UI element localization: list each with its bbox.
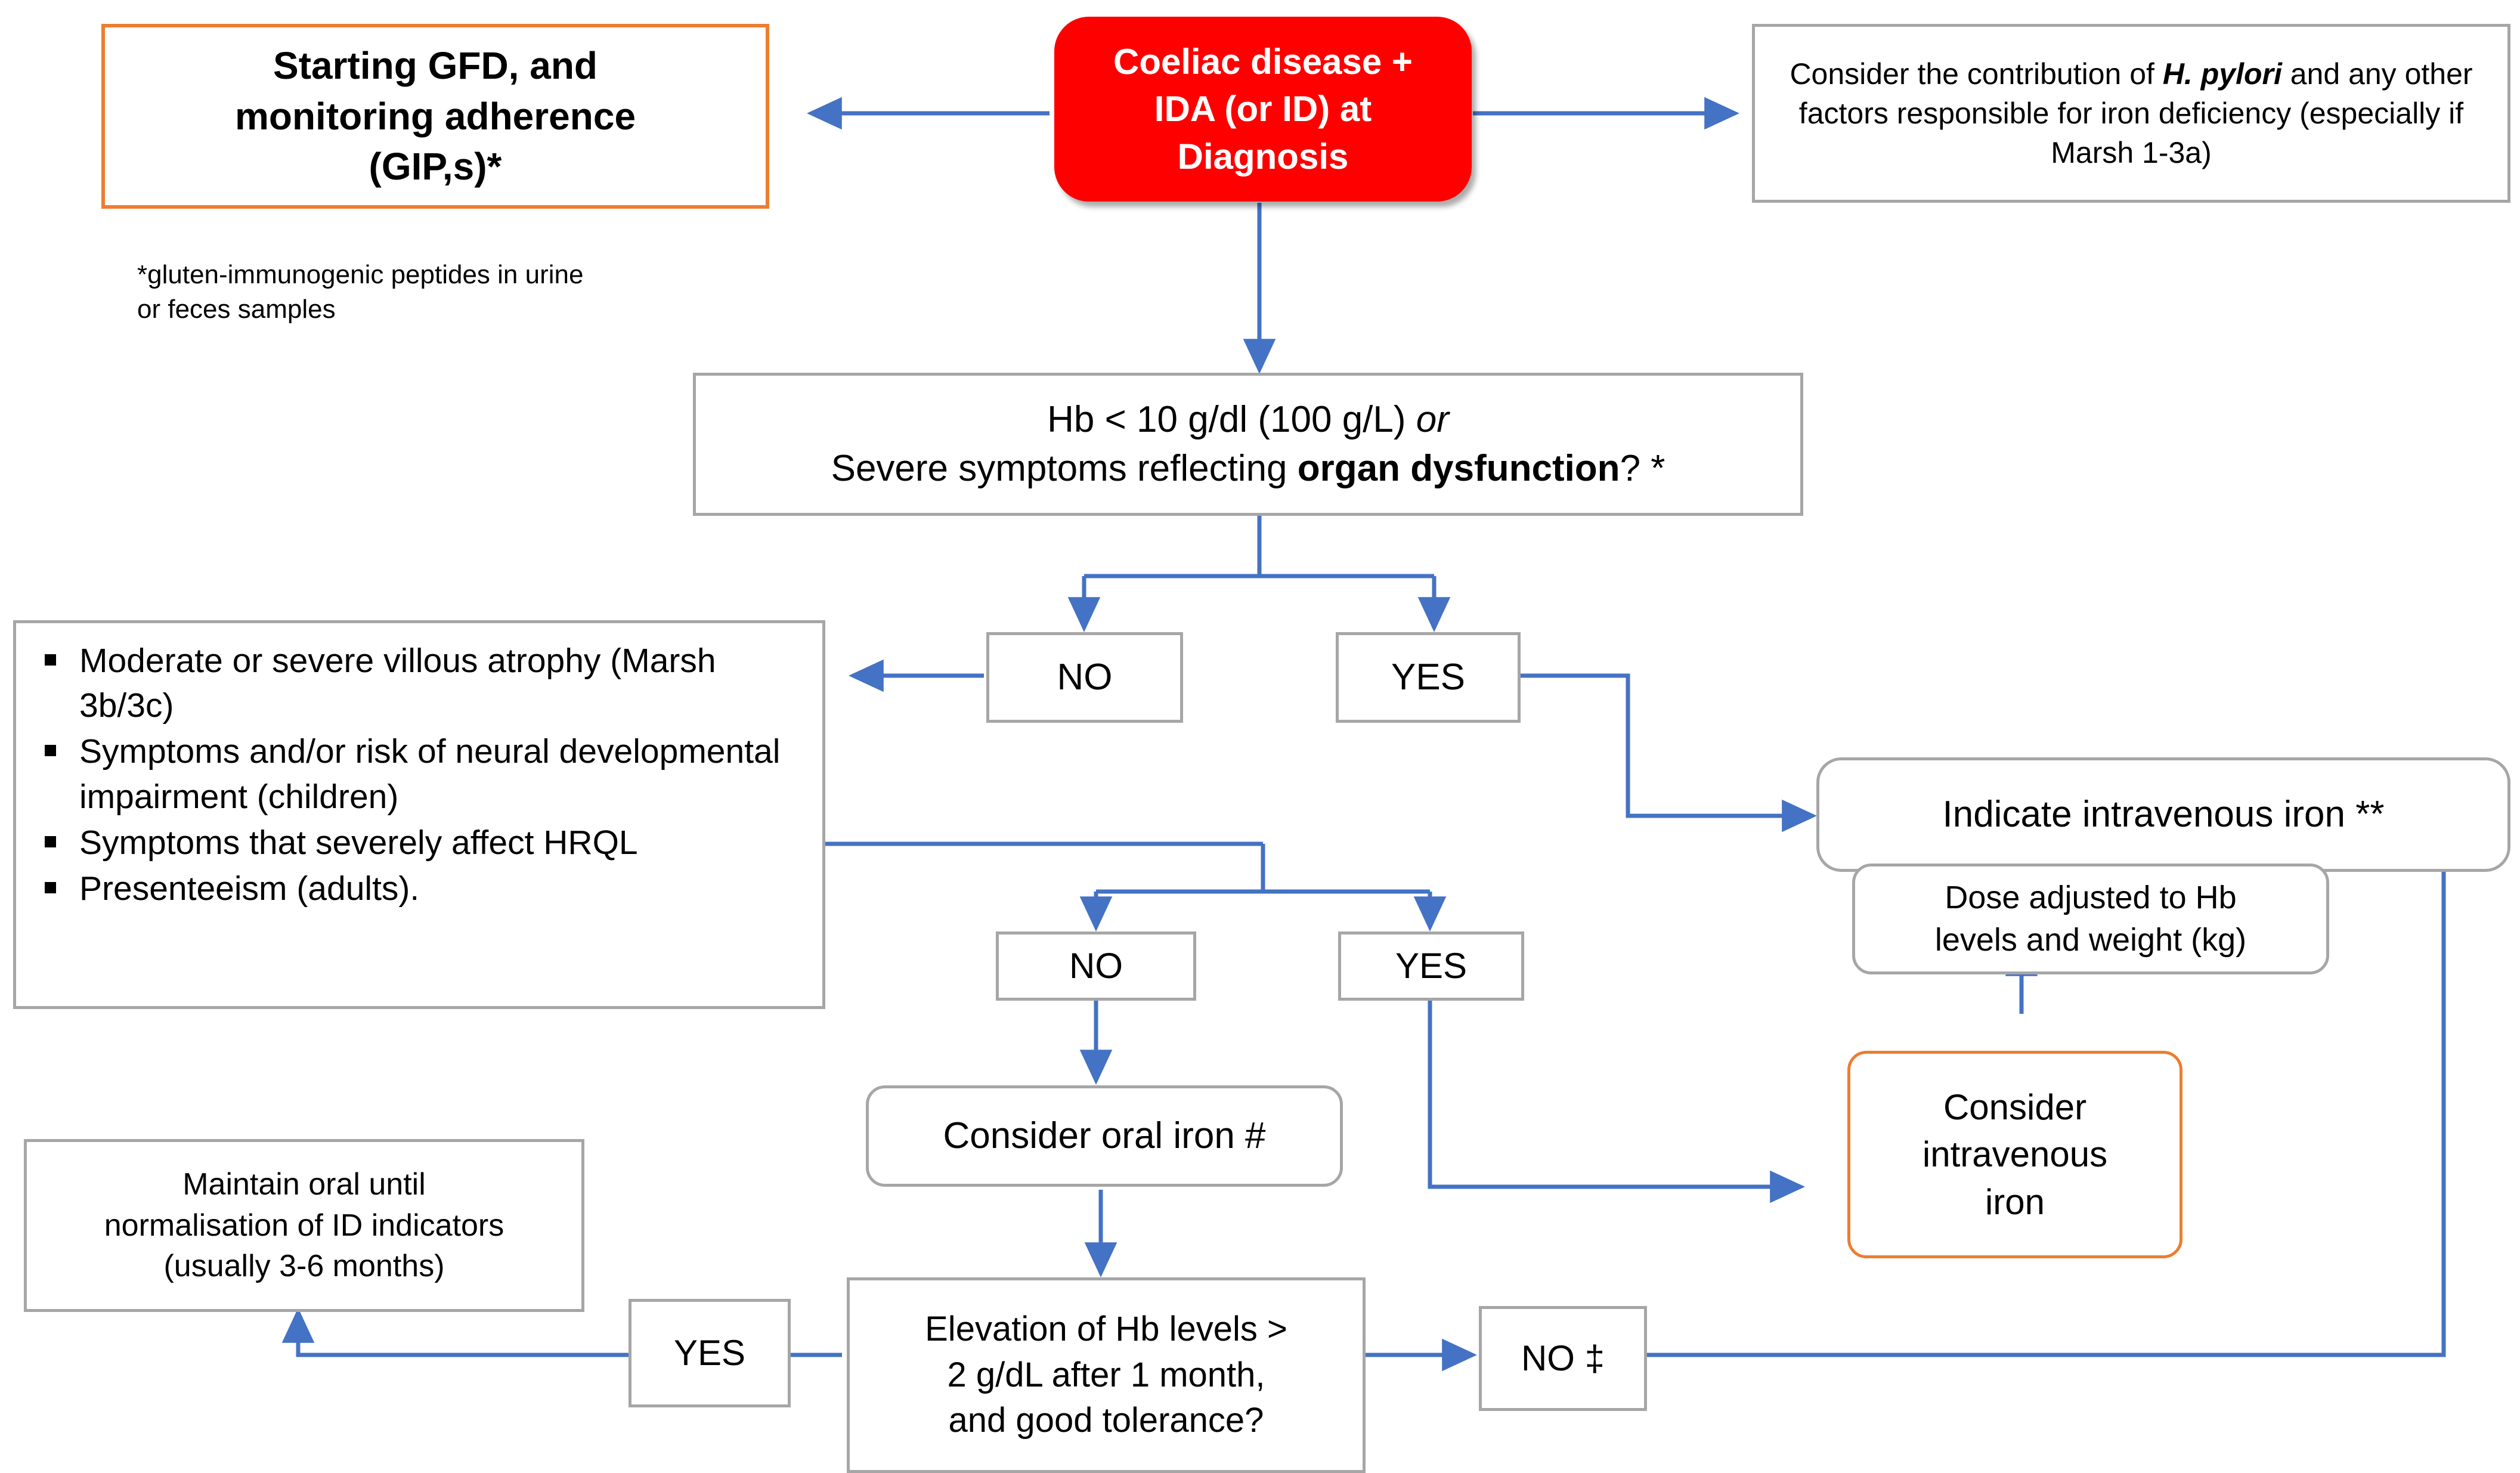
- node-yes-bottom-box[interactable]: YES: [629, 1299, 791, 1407]
- node-hb-decision[interactable]: Hb < 10 g/dl (100 g/L) or Severe symptom…: [693, 373, 1803, 516]
- list-item: Symptoms and/or risk of neural developme…: [36, 729, 804, 819]
- criteria-item-0: Moderate or severe villous atrophy (Mars…: [79, 642, 716, 725]
- yes-upper-label: YES: [1391, 657, 1466, 698]
- yes-middle-label: YES: [1395, 946, 1468, 986]
- no-middle-label: NO: [1069, 946, 1123, 986]
- no-upper-label: NO: [1057, 657, 1113, 698]
- node-starting-gfd[interactable]: Starting GFD, and monitoring adherence (…: [101, 24, 769, 209]
- hpylori-emphasis: H. pylori: [2162, 57, 2282, 91]
- node-consider-oral-iron[interactable]: Consider oral iron #: [866, 1085, 1343, 1187]
- hb-decision-line1-italic: or: [1416, 399, 1449, 441]
- criteria-item-3: Presenteeism (adults).: [79, 869, 420, 908]
- starting-gfd-line1: Starting GFD, and: [273, 44, 598, 88]
- node-no-bottom[interactable]: NO ‡: [1479, 1306, 1647, 1411]
- yes-bottom-label: YES: [673, 1333, 746, 1373]
- list-item: Moderate or severe villous atrophy (Mars…: [36, 639, 804, 728]
- gfd-footnote: *gluten-immunogenic peptides in urine or…: [137, 245, 853, 340]
- node-yes-middle[interactable]: YES: [1338, 932, 1524, 1001]
- gfd-footnote-line1: *gluten-immunogenic peptides in urine: [137, 259, 584, 289]
- diagnosis-line3: Diagnosis: [1177, 136, 1349, 177]
- diagnosis-line1: Coeliac disease +: [1113, 42, 1413, 82]
- node-maintain-oral[interactable]: Maintain oral until normalisation of ID …: [24, 1139, 584, 1312]
- node-no-upper[interactable]: NO: [986, 632, 1183, 723]
- list-item: Presenteeism (adults).: [36, 867, 804, 911]
- node-criteria-list[interactable]: Moderate or severe villous atrophy (Mars…: [13, 620, 825, 1009]
- consider-iv-iron-line3: iron: [1985, 1181, 2045, 1222]
- criteria-item-1: Symptoms and/or risk of neural developme…: [79, 732, 781, 816]
- node-hb-elevation[interactable]: Elevation of Hb levels > 2 g/dL after 1 …: [847, 1277, 1366, 1473]
- consider-oral-iron-label: Consider oral iron #: [943, 1115, 1266, 1157]
- link-yesmid-to-considerIV: [1428, 1001, 1805, 1203]
- diagnosis-line2: IDA (or ID) at: [1154, 89, 1372, 129]
- dose-adjusted-line1: Dose adjusted to Hb: [1945, 879, 2237, 915]
- link-yesbot-to-maintain: [281, 1308, 632, 1357]
- hpylori-part2: and any other factors responsible for ir…: [1798, 57, 2473, 169]
- starting-gfd-line2: monitoring adherence: [234, 94, 636, 138]
- criteria-item-2: Symptoms that severely affect HRQL: [79, 823, 638, 862]
- hb-elevation-line3: and good tolerance?: [948, 1401, 1264, 1440]
- dose-adjusted-line2: levels and weight (kg): [1934, 922, 2247, 958]
- hb-decision-line1-pre: Hb < 10 g/dl (100 g/L): [1047, 399, 1416, 441]
- no-bottom-label: NO ‡: [1521, 1338, 1605, 1379]
- node-yes-upper[interactable]: YES: [1336, 632, 1521, 723]
- maintain-oral-line3: (usually 3-6 months): [163, 1249, 445, 1284]
- hb-decision-line2-post: ? *: [1620, 448, 1665, 489]
- gfd-footnote-line2: or feces samples: [137, 295, 336, 324]
- hb-decision-line2-pre: Severe symptoms reflecting: [831, 448, 1298, 489]
- hpylori-part1: Consider the contribution of: [1790, 57, 2163, 91]
- maintain-oral-line1: Maintain oral until: [182, 1167, 426, 1202]
- link-yes-to-indicate: [1518, 673, 1817, 833]
- link-nobot-to-indicate: [1646, 837, 2460, 1357]
- node-diagnosis[interactable]: Coeliac disease + IDA (or ID) at Diagnos…: [1054, 17, 1472, 202]
- consider-iv-iron-line2: intravenous: [1922, 1134, 2108, 1175]
- node-no-middle[interactable]: NO: [996, 932, 1196, 1001]
- hb-decision-line2-bold: organ dysfunction: [1297, 448, 1620, 489]
- node-dose-adjusted[interactable]: Dose adjusted to Hb levels and weight (k…: [1852, 864, 2329, 974]
- hb-elevation-line1: Elevation of Hb levels >: [925, 1310, 1287, 1349]
- indicate-iv-iron-label: Indicate intravenous iron **: [1942, 794, 2385, 835]
- hb-elevation-line2: 2 g/dL after 1 month,: [947, 1355, 1265, 1394]
- node-consider-iv-iron[interactable]: Consider intravenous iron: [1847, 1051, 2182, 1258]
- node-indicate-iv-iron[interactable]: Indicate intravenous iron **: [1816, 757, 2510, 872]
- starting-gfd-line3: (GIP,s)*: [369, 145, 502, 188]
- consider-iv-iron-line1: Consider: [1943, 1087, 2087, 1128]
- maintain-oral-line2: normalisation of ID indicators: [104, 1208, 504, 1243]
- node-h-pylori[interactable]: Consider the contribution of H. pylori a…: [1752, 24, 2510, 203]
- list-item: Symptoms that severely affect HRQL: [36, 821, 804, 865]
